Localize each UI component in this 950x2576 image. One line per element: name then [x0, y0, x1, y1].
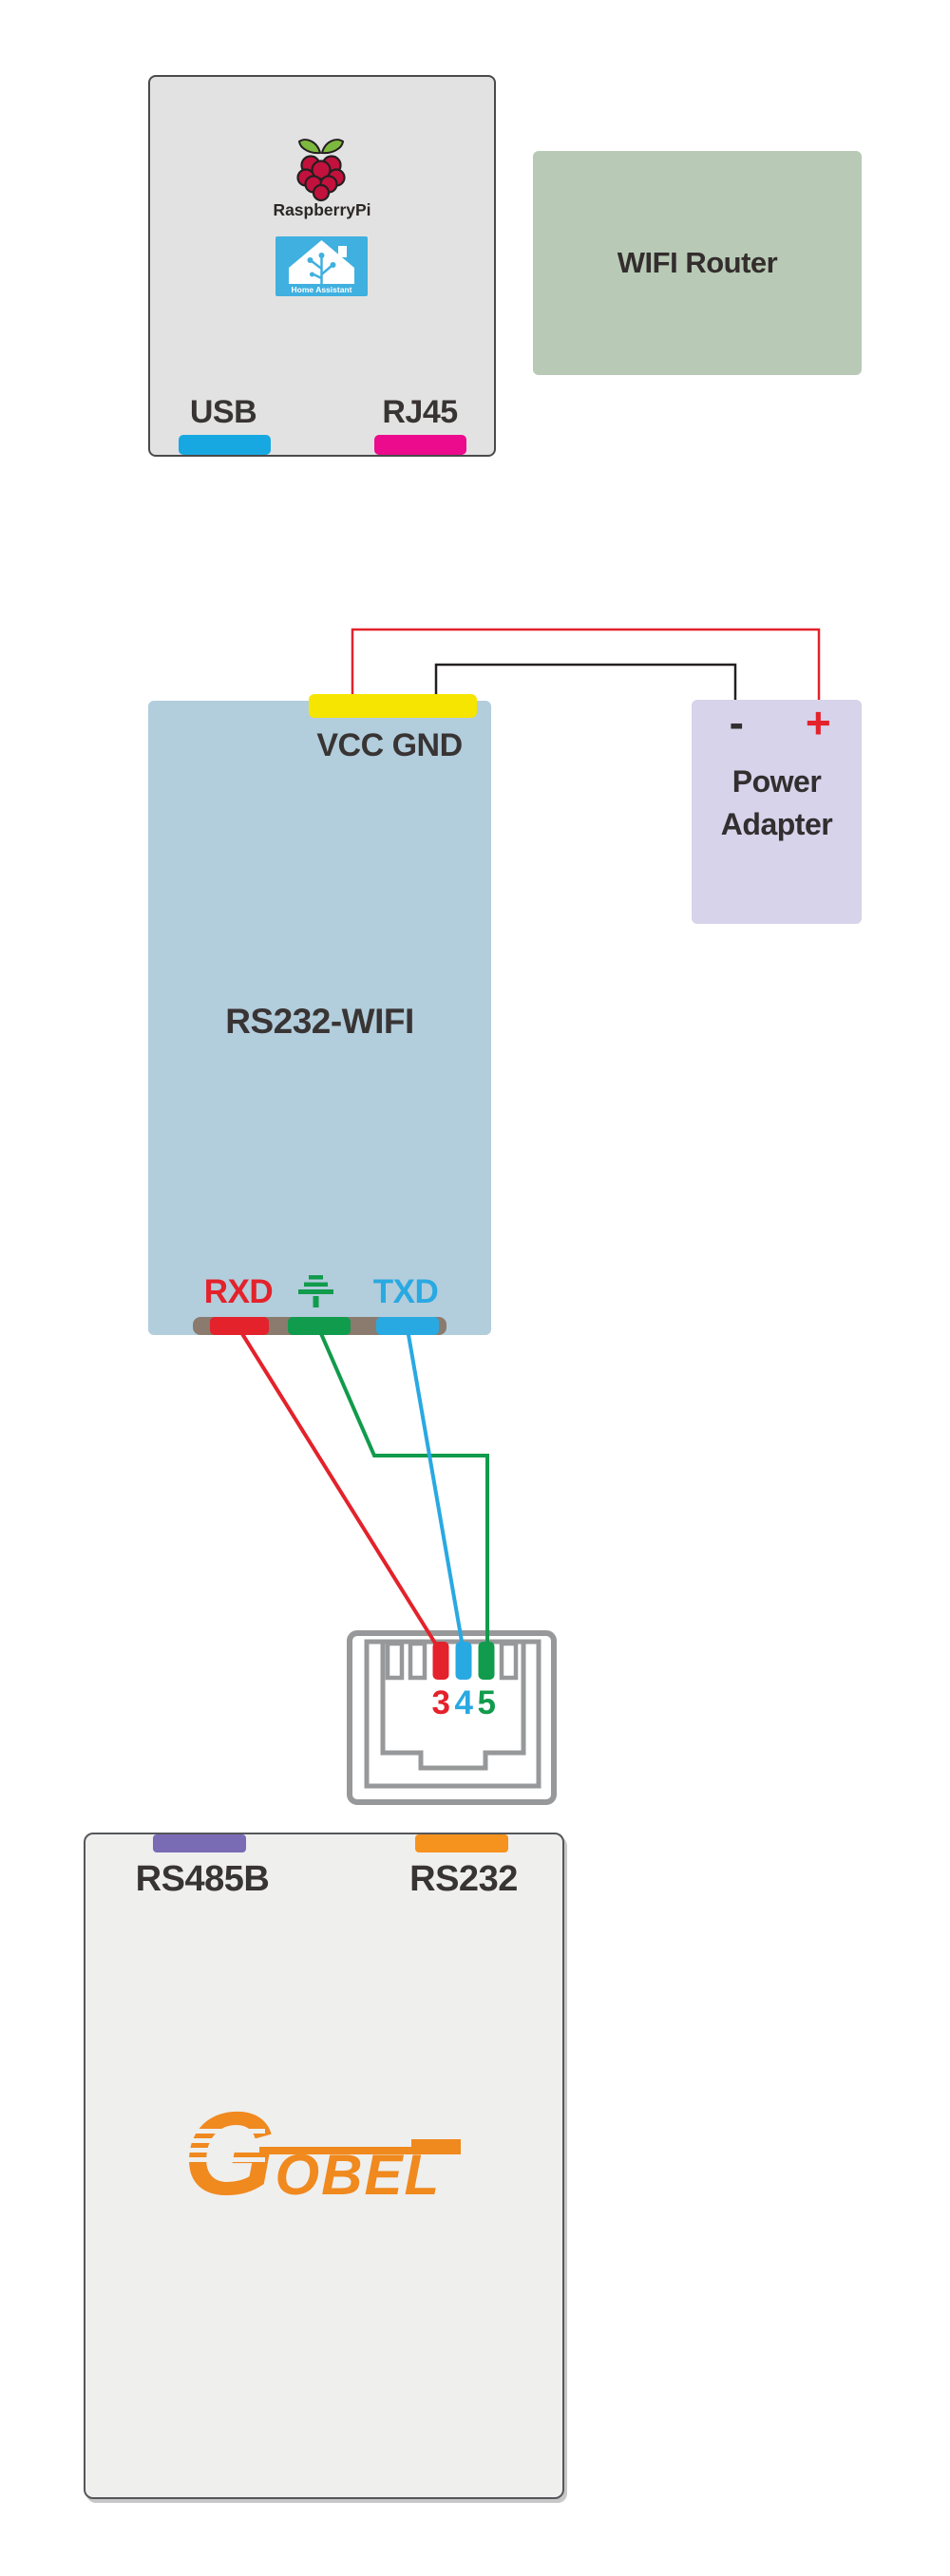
- minus-terminal-label: -: [729, 698, 744, 747]
- ground-icon: [298, 1275, 333, 1307]
- home-assistant-icon: [289, 240, 354, 284]
- gobel-logo: GOBEL: [183, 2089, 478, 2220]
- logo-bar-tab: [411, 2139, 461, 2147]
- rxd-wire: [238, 1327, 443, 1654]
- power-adapter-label-line2: Adapter: [720, 807, 833, 841]
- rj45-pin3-label: 3: [431, 1684, 450, 1721]
- rj45-port-connector: [374, 435, 466, 455]
- home-assistant-badge: Home Assistant: [276, 236, 368, 296]
- txd-wire: [406, 1328, 466, 1653]
- gnd-power-wire: [434, 663, 737, 707]
- rs485b-port-label: RS485B: [135, 1859, 270, 1899]
- rj45-pins: [432, 1642, 495, 1680]
- txd-pin: [376, 1317, 439, 1335]
- usb-port-connector: [179, 435, 271, 455]
- power-adapter-label-line1: Power: [732, 764, 822, 799]
- logo-stripe: [185, 2148, 265, 2153]
- logo-stripe: [185, 2129, 265, 2134]
- vcc-gnd-connector: [309, 694, 477, 718]
- wifi-router-box: WIFI Router: [533, 151, 862, 375]
- gnd-pin: [288, 1317, 351, 1335]
- rj45-jack-icon: [347, 1630, 557, 1805]
- gobel-device-box: RS485B RS232 GOBEL: [84, 1833, 564, 2499]
- logo-stripe: [185, 2138, 265, 2143]
- rs232-wifi-box: VCC GND RS232-WIFI RXD TXD: [148, 694, 491, 1335]
- rj45-port-label: RJ45: [382, 394, 458, 430]
- rs485b-port-connector: [153, 1834, 246, 1852]
- rj45-pin4-label: 4: [454, 1684, 473, 1721]
- txd-label: TXD: [372, 1273, 439, 1310]
- rs232-wifi-device-label: RS232-WIFI: [225, 1002, 414, 1041]
- rs232-port-connector: [415, 1834, 508, 1852]
- rs232-port-label: RS232: [409, 1859, 518, 1899]
- rj45-pin5-label: 5: [477, 1684, 496, 1721]
- home-assistant-label: Home Assistant: [291, 285, 352, 294]
- wifi-router-label: WIFI Router: [617, 246, 778, 279]
- raspberry-pi-brand-label: RaspberryPi: [273, 200, 371, 219]
- plus-terminal-label: +: [805, 698, 831, 747]
- logo-stripe: [185, 2157, 265, 2162]
- rxd-pin: [210, 1317, 269, 1335]
- power-adapter-box: - + Power Adapter: [692, 700, 862, 924]
- usb-port-label: USB: [189, 394, 257, 430]
- vcc-gnd-label: VCC GND: [316, 727, 463, 763]
- vcc-wire: [351, 628, 821, 707]
- power-adapter-label: Power Adapter: [692, 761, 862, 846]
- rxd-label: RXD: [203, 1273, 274, 1310]
- logo-bar: [259, 2147, 461, 2154]
- gnd-wire: [317, 1328, 489, 1652]
- serial-port-strip: [193, 1317, 446, 1335]
- raspberry-pi-icon: [296, 139, 346, 202]
- raspberry-pi-box: RaspberryPi Home Assistant USB RJ45: [148, 75, 496, 457]
- gobel-logo-text: GOBEL: [183, 2089, 442, 2220]
